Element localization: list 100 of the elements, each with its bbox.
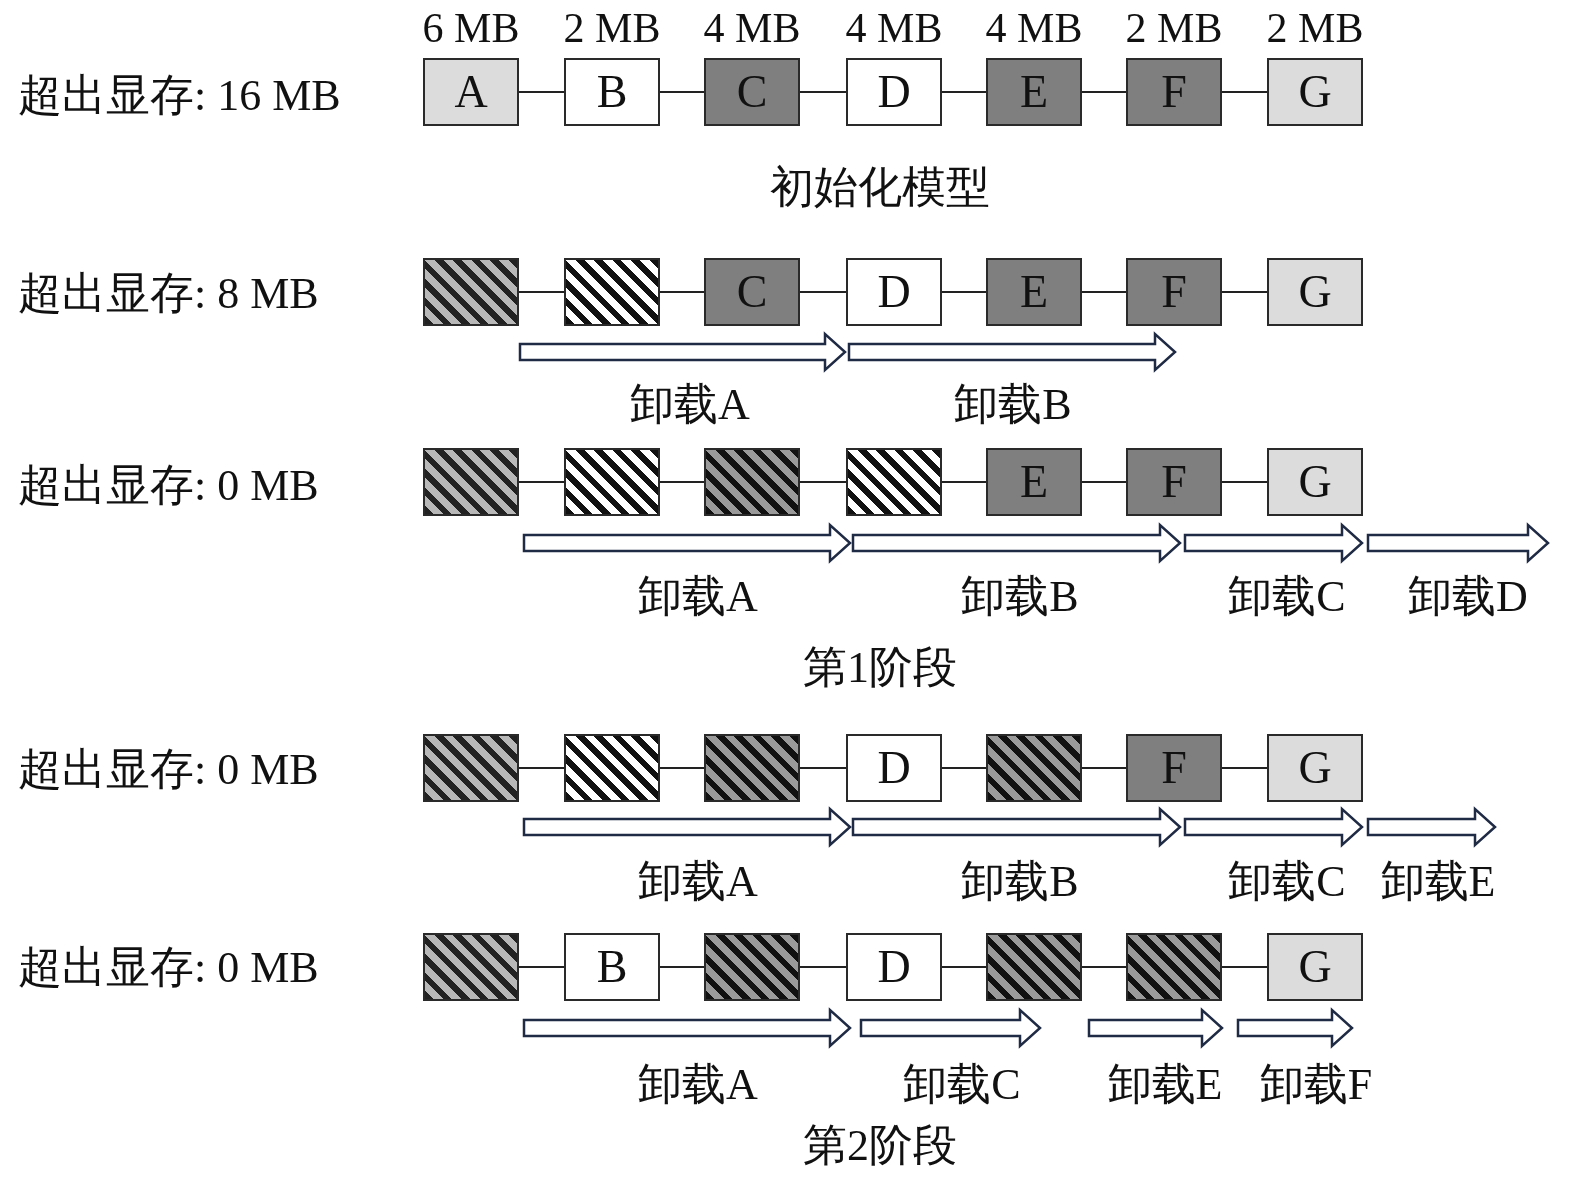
connector-line — [1081, 291, 1127, 293]
block-box — [846, 58, 942, 126]
label-text: 2 MB — [1266, 4, 1364, 52]
connector-line — [659, 291, 705, 293]
connector-line — [659, 767, 705, 769]
connector-line — [1221, 966, 1268, 968]
block-box — [1126, 448, 1222, 516]
connector-line — [518, 966, 565, 968]
label-text: 2 MB — [563, 4, 661, 52]
label-text: 卸载C — [903, 1060, 1021, 1110]
connector-line — [518, 481, 565, 483]
hatched-block-box — [986, 734, 1082, 802]
block-box — [846, 933, 942, 1001]
label-text: 超出显存: 16 MB — [18, 71, 341, 121]
block-box — [704, 258, 800, 326]
block-letter: C — [736, 69, 768, 115]
block-letter: G — [1298, 269, 1332, 315]
label-text: 卸载A — [638, 1060, 758, 1110]
block-letter: F — [1161, 745, 1187, 791]
label-text: 卸载B — [961, 857, 1079, 907]
connector-line — [799, 291, 847, 293]
block-box — [986, 58, 1082, 126]
block-letter: G — [1298, 69, 1332, 115]
block-letter: F — [1161, 269, 1187, 315]
block-letter: F — [1161, 459, 1187, 505]
hatched-block-box — [564, 258, 660, 326]
label-text: 卸载F — [1259, 1060, 1373, 1110]
connector-line — [659, 481, 705, 483]
block-box — [564, 933, 660, 1001]
hatched-block-box — [1126, 933, 1222, 1001]
connector-line — [1081, 767, 1127, 769]
connector-line — [659, 966, 705, 968]
label-text: 卸载E — [1107, 1060, 1223, 1110]
hatched-block-box — [704, 734, 800, 802]
connector-line — [1221, 91, 1268, 93]
block-box — [846, 258, 942, 326]
block-letter: D — [877, 269, 911, 315]
label-text: 卸载A — [638, 857, 758, 907]
hatched-block-box — [846, 448, 942, 516]
block-letter: E — [1019, 459, 1049, 505]
connector-line — [1081, 481, 1127, 483]
block-box — [1267, 448, 1363, 516]
connector-line — [941, 767, 987, 769]
block-box — [1267, 933, 1363, 1001]
connector-line — [1221, 481, 1268, 483]
connector-line — [799, 966, 847, 968]
block-letter: D — [877, 745, 911, 791]
block-box — [564, 58, 660, 126]
hatched-block-box — [564, 448, 660, 516]
label-text: 卸载D — [1408, 572, 1528, 622]
block-box — [846, 734, 942, 802]
block-letter: G — [1298, 745, 1332, 791]
block-box — [1267, 734, 1363, 802]
label-text: 2 MB — [1125, 4, 1223, 52]
block-letter: D — [877, 69, 911, 115]
block-box — [1126, 258, 1222, 326]
connector-line — [659, 91, 705, 93]
connector-line — [799, 481, 847, 483]
connector-line — [799, 767, 847, 769]
label-text: 卸载A — [638, 572, 758, 622]
connector-line — [1081, 91, 1127, 93]
block-letter: B — [596, 69, 628, 115]
label-text: 4 MB — [985, 4, 1083, 52]
label-text: 6 MB — [422, 4, 520, 52]
label-text: 卸载B — [954, 380, 1072, 430]
label-text: 卸载B — [961, 572, 1079, 622]
connector-line — [1221, 767, 1268, 769]
label-text: 卸载C — [1228, 857, 1346, 907]
block-letter: G — [1298, 944, 1332, 990]
block-letter: B — [596, 944, 628, 990]
connector-line — [941, 481, 987, 483]
label-text: 超出显存: 0 MB — [18, 745, 319, 795]
connector-line — [518, 767, 565, 769]
block-box — [1267, 258, 1363, 326]
label-text: 第2阶段 — [803, 1121, 957, 1171]
hatched-block-box — [423, 933, 519, 1001]
block-letter: E — [1019, 69, 1049, 115]
label-text: 卸载A — [630, 380, 750, 430]
block-box — [423, 58, 519, 126]
label-text: 4 MB — [703, 4, 801, 52]
block-letter: G — [1298, 459, 1332, 505]
connector-line — [941, 91, 987, 93]
connector-line — [518, 291, 565, 293]
label-text: 卸载E — [1380, 857, 1496, 907]
hatched-block-box — [423, 734, 519, 802]
block-letter: D — [877, 944, 911, 990]
hatched-block-box — [564, 734, 660, 802]
block-letter: C — [736, 269, 768, 315]
label-text: 超出显存: 0 MB — [18, 461, 319, 511]
hatched-block-box — [986, 933, 1082, 1001]
connector-line — [799, 91, 847, 93]
connector-line — [941, 291, 987, 293]
connector-line — [1221, 291, 1268, 293]
block-box — [986, 258, 1082, 326]
connector-line — [518, 91, 565, 93]
block-letter: F — [1161, 69, 1187, 115]
hatched-block-box — [423, 448, 519, 516]
connector-line — [941, 966, 987, 968]
label-text: 超出显存: 0 MB — [18, 943, 319, 993]
block-box — [1267, 58, 1363, 126]
